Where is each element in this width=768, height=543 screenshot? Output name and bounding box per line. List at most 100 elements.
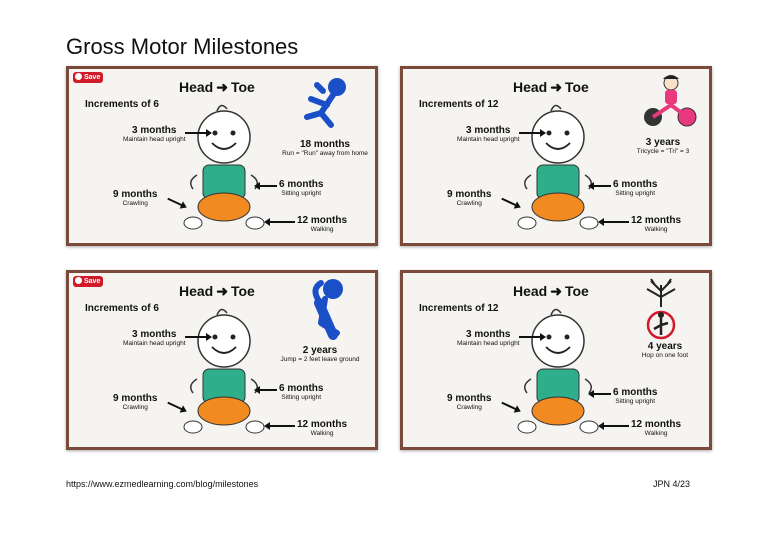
baby-illustration: [183, 104, 265, 230]
milestone-title: 3 months: [466, 329, 511, 340]
arrow-12-months: [264, 422, 295, 430]
arrow-3-months: [185, 129, 212, 137]
page-title: Gross Motor Milestones: [66, 34, 299, 59]
head-to-toe-heading: Head➜Toe: [513, 283, 589, 300]
head-label: Head: [179, 283, 214, 299]
milestone-desc: Maintain head upright: [123, 136, 186, 143]
extra-title: 3 years: [645, 137, 681, 148]
milestone-desc: Walking: [644, 226, 668, 233]
milestone-desc: Crawling: [122, 200, 148, 207]
milestone-title: 6 months: [279, 383, 324, 394]
arrow-3-months: [519, 129, 546, 137]
right-arrow-icon: ➜: [550, 79, 562, 95]
milestone-title: 6 months: [279, 179, 324, 190]
arrow-3-months: [185, 333, 212, 341]
running-figure-icon: [304, 78, 346, 128]
head-label: Head: [513, 283, 548, 299]
milestone-title: 9 months: [113, 189, 158, 200]
milestone-title: 9 months: [113, 393, 158, 404]
extra-desc: Tricycle = "Tri" = 3: [636, 148, 690, 155]
jumping-figure-icon: [312, 279, 343, 340]
save-label: Save: [84, 278, 101, 285]
milestone-title: 9 months: [447, 189, 492, 200]
arrow-6-months: [588, 182, 611, 190]
milestone-desc: Walking: [310, 430, 334, 437]
right-arrow-icon: ➜: [216, 283, 228, 299]
milestone-title: 12 months: [631, 419, 682, 430]
milestone-title: 12 months: [297, 215, 348, 226]
arrow-12-months: [598, 218, 629, 226]
head-label: Head: [179, 79, 214, 95]
extra-title: 2 years: [302, 345, 338, 356]
extra-title: 18 months: [299, 139, 350, 150]
milestone-desc: Maintain head upright: [123, 340, 186, 347]
milestone-desc: Sitting upright: [615, 398, 656, 405]
arrow-6-months: [588, 390, 611, 398]
milestone-title: 9 months: [447, 393, 492, 404]
arrow-6-months: [254, 386, 277, 394]
pinterest-icon: [75, 73, 82, 80]
extra-desc: Jump = 2 feet leave ground: [280, 356, 360, 363]
pinterest-save-button[interactable]: Save: [73, 276, 103, 287]
save-label: Save: [84, 74, 101, 81]
extra-title: 4 years: [647, 341, 683, 352]
milestone-desc: Crawling: [456, 200, 482, 207]
milestone-desc: Crawling: [122, 404, 148, 411]
increments-label: Increments of 12: [419, 303, 499, 314]
head-to-toe-heading: Head➜Toe: [179, 79, 255, 96]
increments-label: Increments of 6: [85, 303, 159, 314]
footer-source-url: https://www.ezmedlearning.com/blog/miles…: [66, 479, 259, 489]
milestone-desc: Sitting upright: [281, 394, 322, 401]
milestone-title: 12 months: [297, 419, 348, 430]
toe-label: Toe: [564, 283, 589, 299]
milestone-title: 3 months: [132, 329, 177, 340]
milestone-title: 6 months: [613, 387, 658, 398]
milestone-desc: Walking: [310, 226, 334, 233]
arrow-12-months: [598, 422, 629, 430]
right-arrow-icon: ➜: [550, 283, 562, 299]
milestone-title: 6 months: [613, 179, 658, 190]
milestone-title: 3 months: [466, 125, 511, 136]
footer-version: JPN 4/23: [653, 479, 691, 489]
milestone-desc: Crawling: [456, 404, 482, 411]
toe-label: Toe: [230, 283, 255, 299]
pinterest-icon: [75, 277, 82, 284]
milestone-title: 3 months: [132, 125, 177, 136]
baby-illustration: [183, 308, 265, 434]
milestone-desc: Sitting upright: [281, 190, 322, 197]
head-to-toe-heading: Head➜Toe: [179, 283, 255, 300]
milestone-desc: Maintain head upright: [457, 340, 520, 347]
pinterest-save-button[interactable]: Save: [73, 72, 103, 83]
milestone-title: 12 months: [631, 215, 682, 226]
tricycle-girl-icon: [644, 75, 697, 127]
arrow-12-months: [264, 218, 295, 226]
baby-illustration: [517, 308, 599, 434]
extra-desc: Hop on one foot: [641, 352, 689, 359]
head-label: Head: [513, 79, 548, 95]
arrow-3-months: [519, 333, 546, 341]
arrow-6-months: [254, 182, 277, 190]
milestone-desc: Sitting upright: [615, 190, 656, 197]
